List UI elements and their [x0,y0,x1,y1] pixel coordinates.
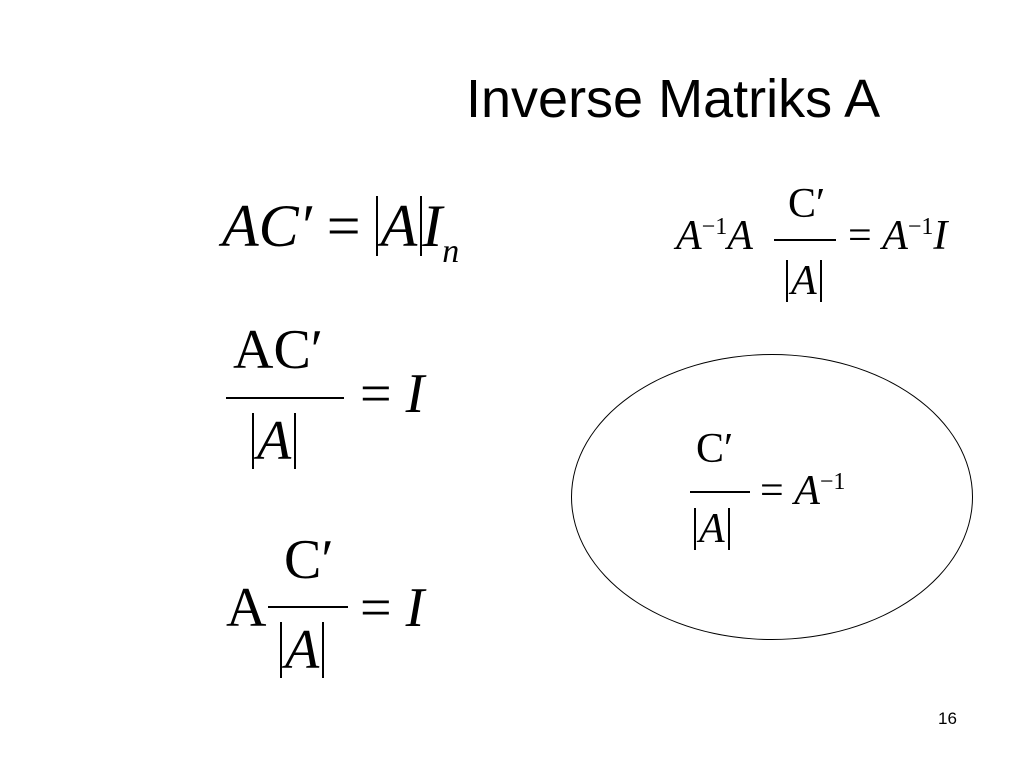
eq1-lhs: AC′ [222,193,312,259]
eq1-determinant: A [375,196,423,256]
eq3-equals: = [360,577,392,639]
eq5-rhs-base: A [794,468,820,514]
eq5-determinant: A [694,508,730,550]
eq3-identity: I [405,577,425,639]
slide-title: Inverse Matriks A [466,69,881,129]
page-number: 16 [938,709,957,728]
eq3-rhs: = I [360,580,424,636]
eq1-equals: = [326,193,361,259]
eq1-subscript: n [442,233,460,270]
equation-ac-equals-det-a-in: AC′ = AIn [222,193,459,269]
eq4-denominator: A [786,260,822,302]
eq4-lhs-exponent: −1 [701,214,728,240]
eq4-rhs-identity: I [933,213,948,259]
eq2-equals: = [360,363,392,425]
highlight-ellipse [571,354,973,640]
eq2-determinant: A [252,413,297,469]
eq3-denominator: A [280,622,325,678]
eq2-fraction-bar [226,397,344,399]
eq5-fraction-bar [690,491,750,493]
eq3-determinant: A [280,622,325,678]
eq4-equals: = [848,213,872,259]
eq5-rhs: = A−1 [760,470,845,512]
eq4-determinant: A [786,260,822,302]
eq4-rhs-base: A [882,213,908,259]
eq4-lhs: A−1A [676,215,753,257]
eq5-numerator: C′ [696,426,734,472]
eq4-numerator: C′ [788,181,826,227]
eq5-equals: = [760,468,784,514]
eq4-rhs: = A−1I [848,215,947,257]
eq4-fraction-bar [774,239,836,241]
eq4-rhs-exponent: −1 [907,214,934,240]
eq5-denominator: A [694,508,730,550]
eq4-lhs-factor: A [727,213,753,259]
eq3-fraction-bar [268,606,348,608]
eq3-numerator: C′ [284,529,334,591]
eq2-numerator: AC′ [233,319,324,381]
eq5-rhs-exponent: −1 [819,469,846,495]
eq4-lhs-base: A [676,213,702,259]
eq2-rhs: = I [360,366,424,422]
eq1-rhs: I [422,193,443,259]
eq3-factor: A [226,577,267,639]
eq2-denominator: A [252,413,297,469]
eq2-identity: I [405,363,425,425]
